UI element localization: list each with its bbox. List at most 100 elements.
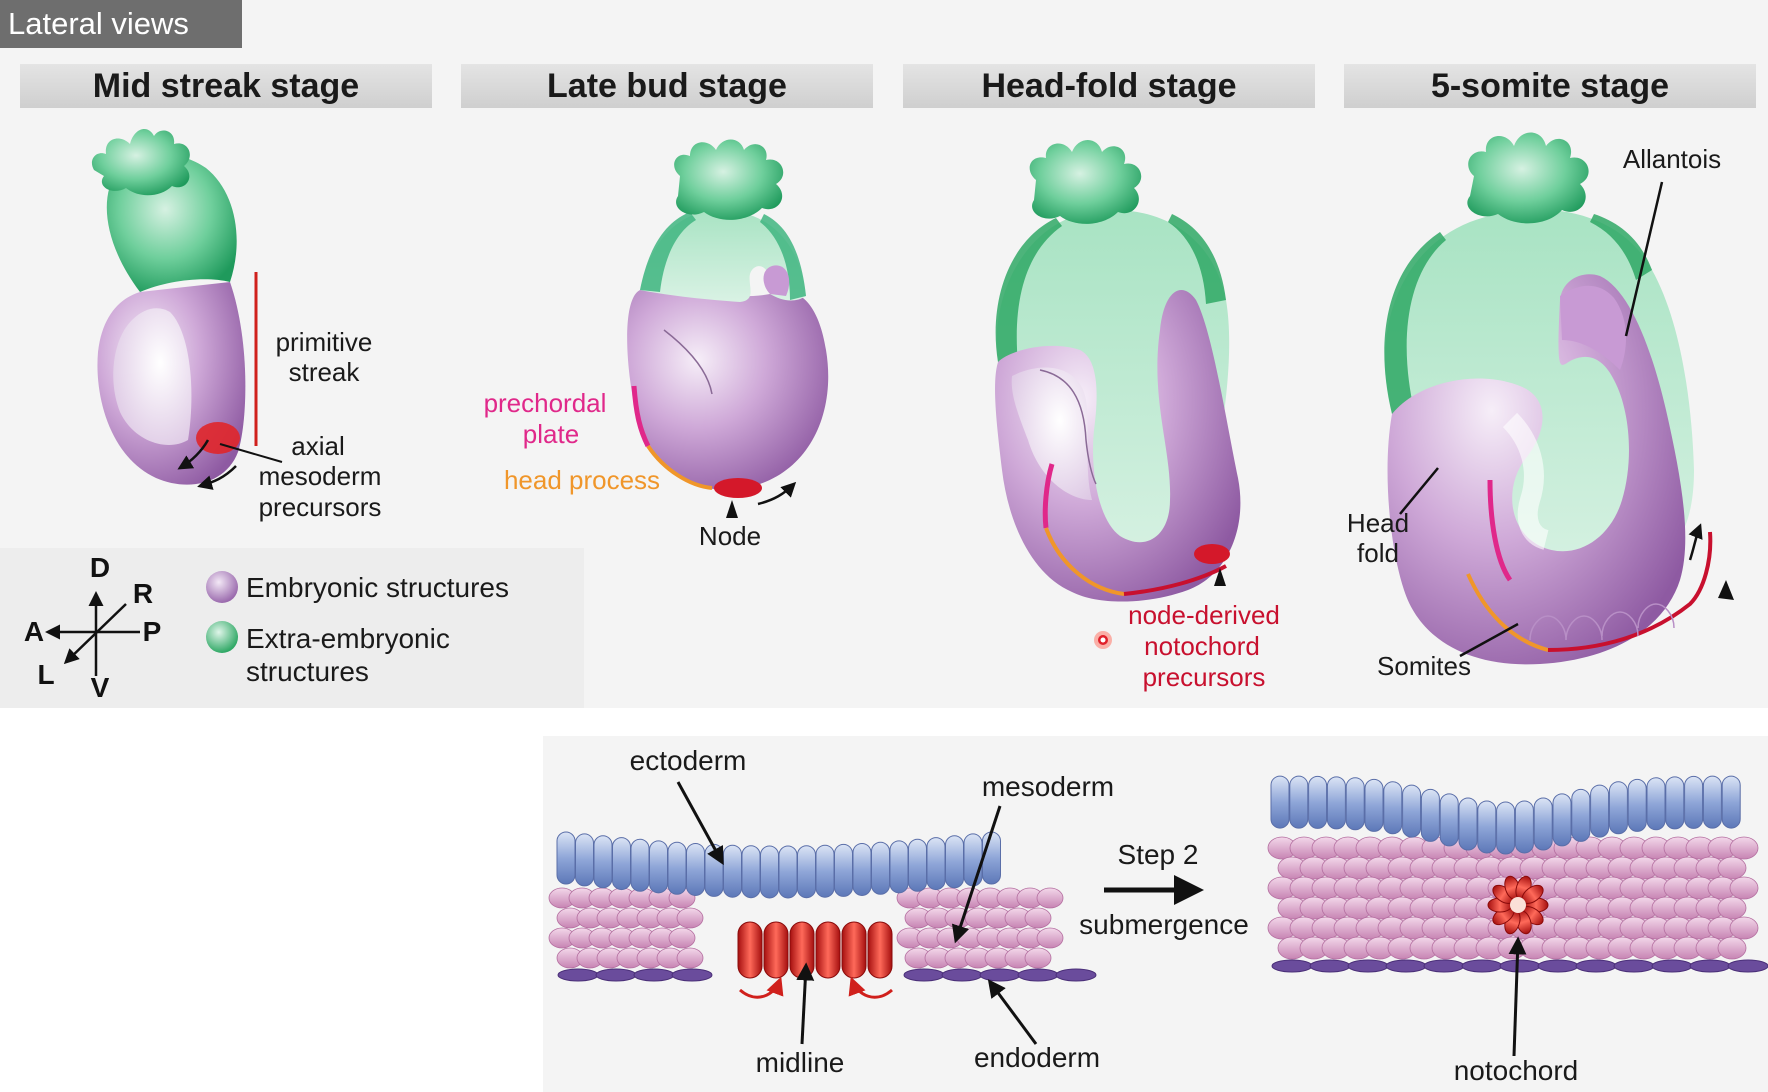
label-primitive-1: primitive <box>276 327 373 357</box>
ectoderm-cell <box>963 833 983 887</box>
section-arrows <box>676 781 1527 1057</box>
ectoderm-cell <box>760 845 779 899</box>
mesoderm-cell <box>668 927 696 949</box>
label-step: Step 2 <box>1118 839 1199 870</box>
endoderm-cell <box>1499 959 1541 973</box>
ectoderm-cell <box>630 838 650 892</box>
ectoderm-cell <box>1665 776 1685 830</box>
ectoderm-cell <box>982 831 1001 885</box>
ectoderm-cell <box>1552 793 1572 847</box>
legend-extra-1: Extra-embryonic <box>246 623 450 654</box>
mesoderm-cell <box>1729 876 1759 900</box>
endoderm-cell <box>1651 959 1693 973</box>
endoderm-cell <box>941 968 983 982</box>
stage-title-late-bud: Late bud stage <box>547 67 787 105</box>
mesoderm-cell <box>1036 927 1064 949</box>
ectoderm-cell <box>1702 775 1722 829</box>
label-node-derived-2: notochord <box>1144 631 1260 661</box>
mesoderm-cell <box>1024 907 1052 929</box>
ectoderm-cell <box>1364 778 1384 832</box>
legend-embryonic: Embryonic structures <box>246 572 509 603</box>
mesoderm-cell <box>1717 936 1747 960</box>
endoderm-cell <box>1461 959 1503 973</box>
ectoderm-cell <box>704 843 724 897</box>
ectoderm-cell <box>1308 775 1328 829</box>
midline-cell <box>815 921 841 979</box>
endoderm-cell <box>903 968 945 982</box>
midline-cell <box>737 921 763 979</box>
mesoderm-cell <box>1036 887 1064 909</box>
stage-title-bar-1 <box>20 64 432 108</box>
ectoderm-cell <box>667 841 687 895</box>
label-axial-2: mesoderm <box>259 461 382 491</box>
axis-P: P <box>143 616 162 647</box>
label-head-process: head process <box>504 465 660 495</box>
ectoderm-cell <box>1402 784 1422 838</box>
ectoderm-cell <box>797 845 816 899</box>
corner-tag-bg <box>0 0 242 48</box>
ectoderm-cell <box>1289 775 1309 829</box>
stage-title-bar-2 <box>461 64 873 108</box>
ectoderm-cell <box>1627 778 1647 832</box>
endoderm-cell <box>1689 959 1731 973</box>
ectoderm-cell <box>1270 775 1290 829</box>
ectoderm-cell <box>1420 788 1440 842</box>
embryo-late-bud <box>627 139 829 518</box>
stage-title-bar-4 <box>1344 64 1756 108</box>
ectoderm-cell <box>612 837 631 891</box>
mesoderm-cell <box>1729 916 1759 940</box>
endoderm-cell <box>1055 968 1097 982</box>
ectoderm-cell <box>1439 793 1459 847</box>
axis-L: L <box>37 659 54 690</box>
ectoderm-cell <box>945 835 964 889</box>
legend-swatch-extra-embryonic <box>206 621 238 653</box>
legend-extra-2: structures <box>246 656 369 687</box>
label-mesoderm: mesoderm <box>982 771 1114 802</box>
endoderm-cell <box>1613 959 1655 973</box>
stage-title-head-fold: Head-fold stage <box>981 67 1236 105</box>
ectoderm-cell <box>926 837 946 891</box>
ectoderm-cell <box>593 835 613 889</box>
ectoderm-cell <box>1383 781 1403 835</box>
stage-title-bar-3 <box>903 64 1315 108</box>
ectoderm-cell <box>1345 777 1365 831</box>
label-allantois: Allantois <box>1623 144 1721 174</box>
axis-R: R <box>133 578 153 609</box>
endoderm-cell <box>1271 959 1313 973</box>
endoderm-cell <box>1423 959 1465 973</box>
ectoderm-cell <box>834 843 853 897</box>
embryo-mid-streak <box>91 129 283 490</box>
midline-arrow-right <box>848 976 893 999</box>
ectoderm-cell <box>1608 781 1628 835</box>
endoderm-cell <box>1537 959 1579 973</box>
mesoderm-cell <box>1717 896 1747 920</box>
axis-V: V <box>91 672 110 703</box>
embryo-5-somite <box>1384 132 1734 665</box>
endoderm-cell <box>557 968 599 982</box>
midline-arrow-left <box>739 976 784 999</box>
cross-section-before <box>548 831 1097 999</box>
endoderm-cell <box>1347 959 1389 973</box>
mesoderm-cell <box>676 947 704 969</box>
label-node-derived-3: precursors <box>1143 662 1266 692</box>
ectoderm-cell <box>778 845 798 899</box>
endoderm-cell <box>595 968 637 982</box>
legend-panel <box>0 548 584 708</box>
ectoderm-cell <box>686 842 705 896</box>
corner-tag: Lateral views <box>8 6 189 41</box>
ectoderm-cell <box>556 831 576 885</box>
endoderm-cell <box>1017 968 1059 982</box>
label-axial-3: precursors <box>259 492 382 522</box>
label-primitive-2: streak <box>289 357 361 387</box>
legend-swatch-embryonic <box>206 571 238 603</box>
ectoderm-cell <box>741 845 761 899</box>
cross-section-after <box>1267 775 1768 973</box>
axis-cross <box>45 591 140 676</box>
ectoderm-cell <box>1721 775 1741 829</box>
midline-cell <box>763 921 789 979</box>
mesoderm-cell <box>1024 947 1052 969</box>
notochord-lumen <box>1510 897 1526 913</box>
midline-cell <box>867 921 893 979</box>
ectoderm-cell <box>908 838 927 892</box>
